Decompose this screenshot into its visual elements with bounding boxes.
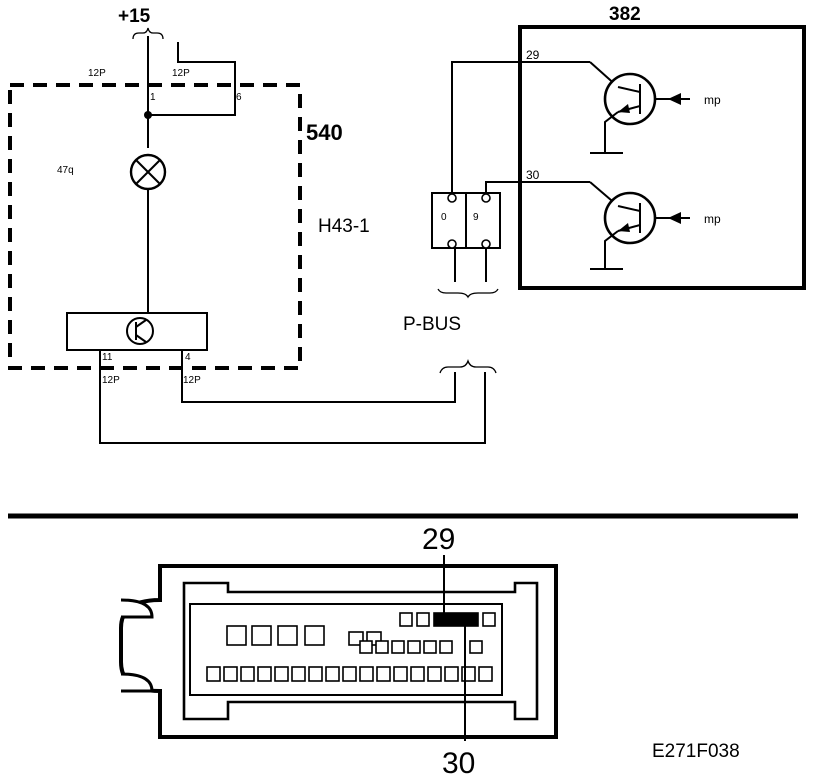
pin-cavity bbox=[427, 666, 442, 682]
pin-cavity bbox=[325, 666, 340, 682]
bus-bracket-top bbox=[437, 288, 499, 299]
transistor-top-collector bbox=[617, 86, 641, 93]
pin-1-label: 1 bbox=[150, 92, 156, 103]
bus-contact-top-right bbox=[481, 193, 491, 203]
pin-cavity bbox=[461, 666, 476, 682]
bus-pin-right-label: 9 bbox=[473, 212, 479, 223]
pin-cavity bbox=[291, 666, 306, 682]
pin-cavity bbox=[439, 640, 453, 654]
transistor-collector bbox=[135, 319, 147, 328]
connector-label-top-right: 12P bbox=[172, 68, 190, 79]
pin-cavity bbox=[416, 612, 430, 627]
connector-label-bottom-left: 12P bbox=[102, 375, 120, 386]
transistor-top-emitter-arrow bbox=[618, 104, 630, 113]
pin-cavity-large bbox=[251, 625, 272, 646]
wire-to-pin30 bbox=[485, 181, 590, 194]
bus-pin-left-label: 0 bbox=[441, 212, 447, 223]
bus-contact-top-left bbox=[447, 193, 457, 203]
pin-cavity bbox=[274, 666, 289, 682]
transistor-emitter bbox=[135, 334, 147, 343]
connector-label-bottom-right: 12P bbox=[183, 375, 201, 386]
connector-side-notch-bottom bbox=[120, 672, 154, 693]
pin-cavity bbox=[375, 640, 389, 654]
pin-cavity bbox=[240, 666, 255, 682]
pin-cavity-29-30 bbox=[433, 612, 479, 627]
pin-4-label: 4 bbox=[185, 352, 191, 363]
pin-cavity-large bbox=[277, 625, 298, 646]
bus-wire-pin11 bbox=[99, 350, 486, 444]
pin-cavity bbox=[393, 666, 408, 682]
lamp-label: 47q bbox=[57, 165, 74, 176]
supply-bracket bbox=[132, 27, 164, 40]
connector-side-notch-top bbox=[120, 598, 154, 619]
module-382-label: 382 bbox=[609, 4, 641, 25]
figure-code: E271F038 bbox=[652, 741, 740, 762]
transistor-bottom-emitter-ground bbox=[604, 230, 619, 268]
connector-face bbox=[119, 564, 558, 739]
module-540-box bbox=[8, 83, 302, 370]
connector-housing-inner bbox=[182, 581, 539, 721]
pin-cavity bbox=[308, 666, 323, 682]
input-bottom-label: mp bbox=[704, 212, 721, 226]
component-label: H43-1 bbox=[318, 216, 370, 237]
pin-cavity-large bbox=[226, 625, 247, 646]
pin-cavity bbox=[206, 666, 221, 682]
bus-contact-bottom-right bbox=[481, 239, 491, 249]
pin-11-label: 11 bbox=[102, 352, 113, 363]
callout-29-label: 29 bbox=[422, 523, 455, 556]
pin-cavity bbox=[407, 640, 421, 654]
pin-cavity bbox=[359, 666, 374, 682]
pin-cavity bbox=[469, 640, 483, 654]
pin-cavity bbox=[410, 666, 425, 682]
pin-6-label: 6 bbox=[236, 92, 242, 103]
input-bottom-arrow-icon bbox=[668, 212, 681, 224]
transistor-bottom-emitter-arrow bbox=[618, 223, 630, 232]
pin-cavity bbox=[257, 666, 272, 682]
pin-cavity bbox=[482, 612, 496, 627]
pin-29-label: 29 bbox=[526, 48, 540, 62]
callout-30-label: 30 bbox=[442, 747, 475, 778]
bus-wire-pin4 bbox=[181, 350, 456, 403]
transistor-top-emitter-ground bbox=[604, 111, 619, 152]
connector-label-top-left: 12P bbox=[88, 68, 106, 79]
lamp-cross-b bbox=[135, 159, 161, 185]
input-top-label: mp bbox=[704, 93, 721, 107]
pin-cavity bbox=[342, 666, 357, 682]
pin6-loop-wire bbox=[148, 42, 236, 116]
pin-cavity bbox=[223, 666, 238, 682]
module-382-box bbox=[518, 25, 806, 290]
pin-cavity bbox=[423, 640, 437, 654]
transistor-bottom-collector bbox=[617, 205, 641, 212]
bus-bracket-bottom bbox=[439, 358, 497, 374]
pin-cavity bbox=[444, 666, 459, 682]
pin-field-outline bbox=[189, 603, 503, 696]
pin-cavity bbox=[399, 612, 413, 627]
pin-cavity bbox=[359, 640, 373, 654]
bus-contact-bottom-left bbox=[447, 239, 457, 249]
input-top-arrow-icon bbox=[668, 93, 681, 105]
pin-30-label: 30 bbox=[526, 168, 540, 182]
supply-label: +15 bbox=[118, 6, 151, 27]
pin-cavity bbox=[391, 640, 405, 654]
module-540-label: 540 bbox=[306, 120, 343, 145]
pin-cavity bbox=[376, 666, 391, 682]
bus-label: P-BUS bbox=[403, 314, 461, 335]
pin-cavity-large bbox=[304, 625, 325, 646]
driver-transistor-icon bbox=[126, 317, 154, 345]
wire-to-pin29 bbox=[451, 61, 590, 194]
pin-cavity bbox=[478, 666, 493, 682]
